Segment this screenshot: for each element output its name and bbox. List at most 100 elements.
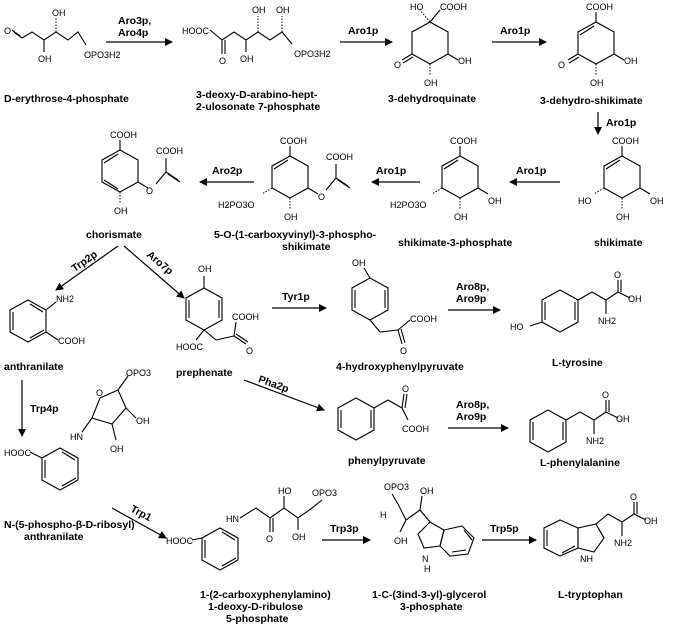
trp-nh2: NH2 [614,538,632,548]
chorismate-ether-o: O [146,186,153,196]
chorismate-oh: OH [114,206,128,216]
pp-ketone-o: O [402,384,409,394]
dhq-ketone-o: O [394,60,401,70]
pra-cooh: HOOC [4,448,32,458]
dahp-oh-2: OH [276,5,290,15]
tryptophan-structure: O OH NH2 NH [543,492,658,564]
dahp-structure: HOOC O OH OH OH OPO3H2 [182,5,331,66]
prephenate-oh: OH [198,264,212,274]
compound-label-pp: phenylpyruvate [348,455,426,467]
enzyme-trp5: Trp5p [490,523,519,535]
prephenate-ketone-o: O [246,346,253,356]
enzyme-aro1-a: Aro1p [348,25,378,37]
enzyme-aro8-9-a-l1: Aro8p, [456,281,489,293]
compound-label-trp: L-tryptophan [558,589,623,601]
e4p-structure: O OH OH OPO3H2 [4,8,121,64]
s3p-cooh: COOH [450,136,477,146]
dahp-cooh: HOOC [182,26,210,36]
dahp-ketone-o: O [219,56,226,66]
enzyme-pha2: Pha2p [257,373,291,395]
compound-label-epsp-1: 5-O-(1-carboxyvinyl)-3-phospho- [214,229,377,241]
pra-oh-2: OH [110,444,124,454]
cdrp-cooh: HOOC [166,536,194,546]
cdrp-ketone-o: O [266,534,273,544]
hpp-cooh: COOH [410,314,437,324]
enzyme-aro3-aro4-l2: Aro4p [118,27,148,39]
cdrp-oh-2: OH [292,532,306,542]
compound-label-anthranilate: anthranilate [4,361,64,373]
tyrosine-oh-acid: OH [628,294,642,304]
arrow-pra-to-cdrp [111,507,167,539]
e4p-oh-bottom: OH [38,54,52,64]
igp-nh: N [422,554,429,564]
aldehyde-o: O [4,26,11,36]
dhq-structure: COOH HO O OH OH [394,2,472,88]
dhs-oh-2: OH [624,56,638,66]
compound-label-hpp: 4-hydroxyphenylpyruvate [336,361,464,373]
dahp-phosphate: OPO3H2 [294,49,331,59]
compound-label-igp-2: 3-phosphate [400,601,463,613]
igp-oh-1: H [380,510,387,520]
compound-label-phe: L-phenylalanine [540,457,620,469]
chorismate-structure: COOH O COOH OH [101,130,183,216]
s3p-structure: COOH H2PO3O OH OH [390,136,502,222]
cdrp-structure: O HO OH OPO3 HN HOOC [166,486,337,571]
s3p-oh-2: OH [488,196,502,206]
igp-oh-2: OH [394,536,408,546]
enzyme-aro8-9-b-l2: Aro9p [456,411,486,423]
pra-ring-o: O [96,388,103,398]
anthranilate-structure: NH2 COOH [9,294,85,346]
cdrp-phosphate: OPO3 [312,488,337,498]
dhq-cooh: COOH [440,2,467,12]
enzyme-aro8-9-a-l2: Aro9p [456,293,486,305]
enzyme-aro3-aro4-l1: Aro3p, [118,15,151,27]
prephenate-cooh-1: HOOC [176,342,204,352]
dhq-oh-1: HO [410,2,424,12]
dhs-cooh: COOH [586,2,613,12]
compound-label-pra-2: anthranilate [24,531,84,543]
dhs-oh-1: OH [590,78,604,88]
prephenate-cooh-2: COOH [232,312,259,322]
enzyme-aro7: Aro7p [144,249,175,278]
compound-label-shikimate: shikimate [594,237,643,249]
compound-label-cdrp-3: 5-phosphate [226,613,289,625]
shikimate-oh-2: OH [616,212,630,222]
compound-label-e4p: D-erythrose-4-phosphate [4,93,129,105]
compound-label-dahp-1: 3-deoxy-D-arabino-hept- [196,89,318,101]
phenylalanine-structure: O OH NH2 [529,390,630,453]
prephenate-structure: OH HOOC COOH O [176,264,259,356]
pra-structure: O OPO3 OH OH HN HOOC [4,368,151,491]
cdrp-nh: HN [226,514,239,524]
tyrosine-nh2: NH2 [598,316,616,326]
hpp-oh: OH [352,258,366,268]
dahp-oh-1: OH [252,5,266,15]
compound-label-pra-1: N-(5-phospho-β-D-ribosyl) [4,519,135,531]
igp-h: H [424,564,431,574]
anthranilate-nh2: NH2 [56,294,74,304]
hpp-ketone-o: O [400,346,407,356]
trp-oh: OH [644,516,658,526]
enzyme-trp3: Trp3p [330,523,359,535]
shikimate-oh-3: OH [650,196,664,206]
enzyme-aro8-9-b-l1: Aro8p, [456,399,489,411]
shikimate-oh-1: HO [578,196,592,206]
phe-carbonyl-o: O [602,390,609,400]
enzyme-aro1-b: Aro1p [500,25,530,37]
pra-phosphate: OPO3 [126,368,151,378]
shikimate-structure: COOH HO OH OH [578,136,664,222]
dhs-structure: COOH O OH OH [558,2,638,88]
compound-label-dhq: 3-dehydroquinate [388,93,476,105]
compound-label-dhs: 3-dehydro-shikimate [540,95,643,107]
cdrp-oh-1: HO [278,486,292,496]
tyrosine-oh-ring: HO [510,322,524,332]
compound-label-chorismate: chorismate [86,229,142,241]
enzyme-aro2: Aro2p [212,165,242,177]
epsp-phosphate: H2PO3O [218,200,255,210]
chorismate-cooh-vinyl: COOH [156,146,183,156]
compound-label-cdrp-1: 1-(2-carboxyphenylamino) [200,589,331,601]
compound-label-tyr: L-tyrosine [552,357,603,369]
epsp-oh: OH [284,212,298,222]
arrow-chorismate-to-anthranilate [55,245,119,291]
dhq-oh-3: OH [458,56,472,66]
